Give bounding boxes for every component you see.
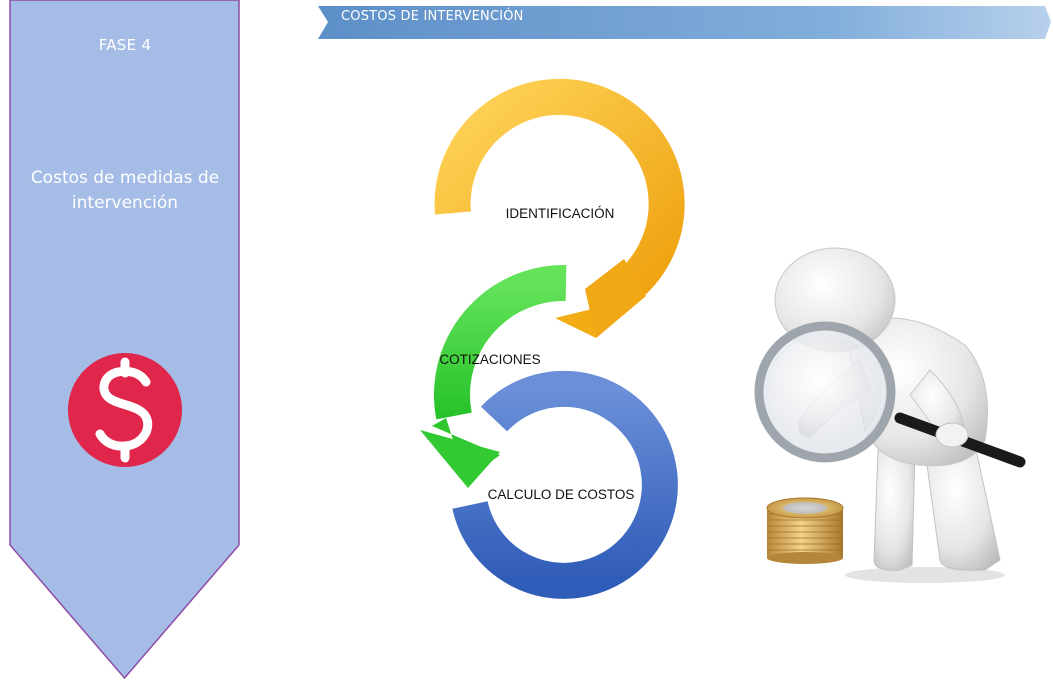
arrow-calculo bbox=[452, 370, 678, 599]
process-cycle-diagram bbox=[420, 78, 685, 599]
dollar-sign-icon bbox=[68, 353, 182, 467]
step-label-cotizaciones: COTIZACIONES bbox=[439, 352, 541, 367]
phase-title: Costos de medidas de intervención bbox=[30, 168, 220, 213]
coin-stack-illustration bbox=[766, 497, 844, 564]
ribbon-shape bbox=[9, 0, 240, 680]
section-header-bar bbox=[318, 6, 1051, 39]
step-label-calculo: CALCULO DE COSTOS bbox=[487, 487, 635, 502]
phase-label: FASE 4 bbox=[98, 36, 152, 54]
phase-ribbon bbox=[9, 0, 240, 680]
step-label-identificacion: IDENTIFICACIÓN bbox=[505, 206, 615, 221]
arrow-cotizaciones bbox=[420, 264, 567, 488]
person-with-magnifying-glass-illustration bbox=[754, 247, 1026, 583]
section-header-label: COSTOS DE INTERVENCIÓN bbox=[341, 9, 524, 24]
arrow-identificacion bbox=[434, 78, 685, 338]
